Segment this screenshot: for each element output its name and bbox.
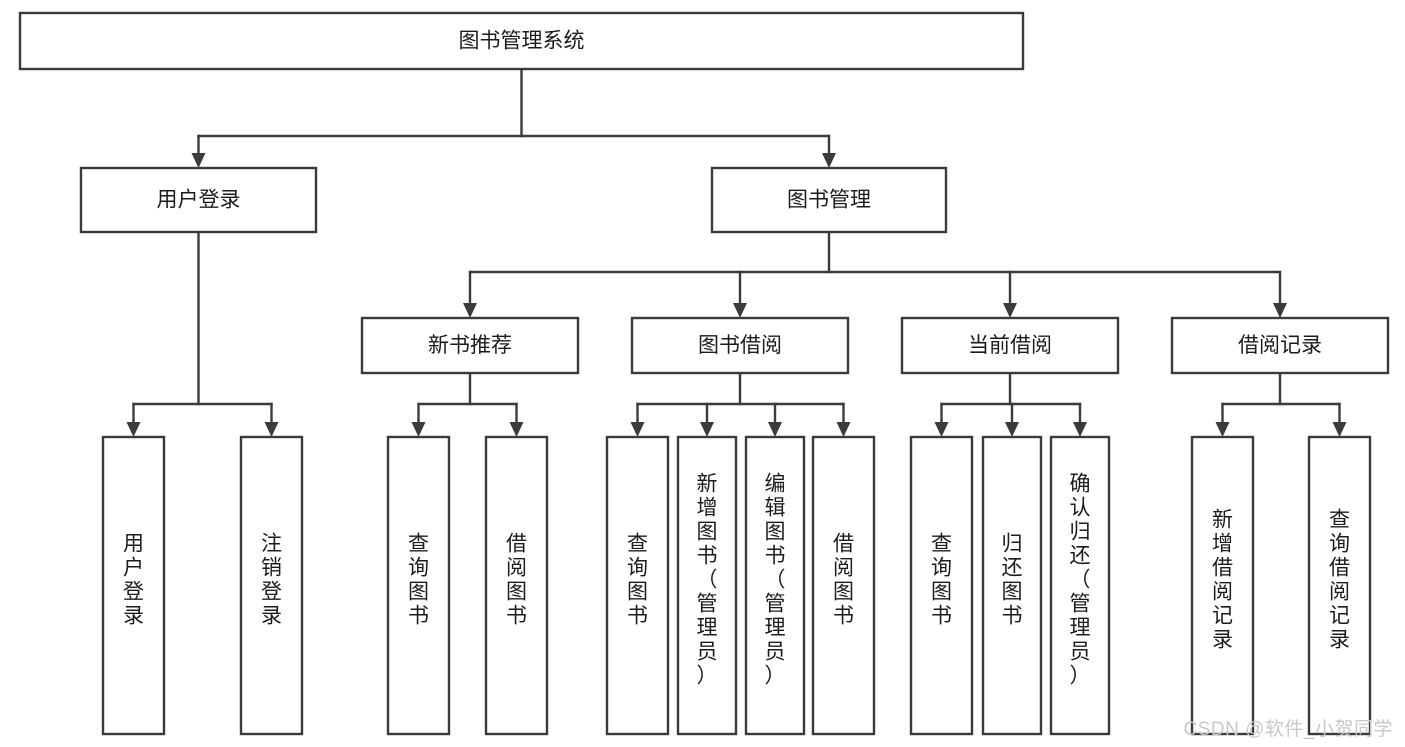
node-label-borrow-record: 借阅记录: [1238, 334, 1322, 357]
node-label-root: 图书管理系统: [459, 30, 585, 53]
arrow-head: [191, 153, 206, 168]
arrow-head: [509, 422, 524, 437]
node-leaf-borrow-book-rec[interactable]: 借阅图书: [484, 435, 549, 736]
node-box-current-borrow[interactable]: [900, 316, 1120, 375]
node-box-borrow-record[interactable]: [1170, 316, 1390, 375]
node-box-leaf-add-book[interactable]: [676, 435, 738, 736]
node-box-leaf-return-book[interactable]: [981, 435, 1043, 736]
node-root[interactable]: 图书管理系统: [18, 11, 1025, 71]
node-leaf-logout[interactable]: 注销登录: [239, 435, 304, 736]
node-borrow-record[interactable]: 借阅记录: [1170, 316, 1390, 375]
node-box-leaf-query-book-current[interactable]: [909, 435, 974, 736]
node-leaf-confirm-return[interactable]: 确认归还（管理员）: [1049, 435, 1111, 736]
node-box-new-book-recommend[interactable]: [360, 316, 580, 375]
node-box-leaf-edit-book[interactable]: [744, 435, 806, 736]
arrow-head: [733, 303, 747, 318]
arrow-head: [700, 422, 714, 437]
node-leaf-query-book-borrow[interactable]: 查询图书: [605, 435, 670, 736]
node-book-management[interactable]: 图书管理: [710, 166, 948, 234]
node-box-book-management[interactable]: [710, 166, 948, 234]
node-label-leaf-user-login: 用户登录: [123, 533, 144, 628]
node-leaf-edit-book[interactable]: 编辑图书（管理员）: [744, 435, 806, 736]
node-user-login[interactable]: 用户登录: [79, 166, 318, 234]
arrow-head: [822, 153, 836, 168]
arrow-head: [630, 422, 645, 437]
arrow-head: [463, 303, 477, 318]
node-leaf-add-record[interactable]: 新增借阅记录: [1190, 435, 1255, 736]
arrow-head: [1003, 303, 1017, 318]
node-label-leaf-add-record: 新增借阅记录: [1212, 509, 1233, 652]
node-box-leaf-logout[interactable]: [239, 435, 304, 736]
node-box-leaf-borrow-book[interactable]: [811, 435, 876, 736]
node-box-leaf-add-record[interactable]: [1190, 435, 1255, 736]
arrow-head: [1332, 422, 1347, 437]
node-leaf-query-record[interactable]: 查询借阅记录: [1307, 435, 1372, 736]
node-current-borrow[interactable]: 当前借阅: [900, 316, 1120, 375]
node-label-leaf-query-record: 查询借阅记录: [1329, 509, 1350, 652]
node-label-leaf-query-book-current: 查询图书: [931, 533, 952, 628]
node-label-user-login: 用户登录: [157, 189, 241, 212]
node-label-leaf-query-book-rec: 查询图书: [408, 533, 429, 628]
node-label-leaf-query-book-borrow: 查询图书: [627, 533, 648, 628]
node-label-leaf-borrow-book-rec: 借阅图书: [506, 533, 527, 628]
node-leaf-user-login[interactable]: 用户登录: [101, 435, 166, 736]
node-label-leaf-return-book: 归还图书: [1002, 533, 1023, 628]
node-box-root[interactable]: [18, 11, 1025, 71]
node-label-new-book-recommend: 新书推荐: [428, 334, 512, 357]
node-leaf-return-book[interactable]: 归还图书: [981, 435, 1043, 736]
node-box-leaf-query-book-borrow[interactable]: [605, 435, 670, 736]
node-leaf-query-book-current[interactable]: 查询图书: [909, 435, 974, 736]
arrow-head: [836, 422, 851, 437]
arrow-head: [934, 422, 949, 437]
arrow-head: [264, 422, 279, 437]
connectors-layer: [126, 67, 1347, 437]
node-box-leaf-confirm-return[interactable]: [1049, 435, 1111, 736]
node-box-leaf-borrow-book-rec[interactable]: [484, 435, 549, 736]
node-box-leaf-query-book-rec[interactable]: [386, 435, 451, 736]
node-label-leaf-logout: 注销登录: [261, 533, 282, 628]
csdn-watermark: CSDN @软件_小贺同学: [1183, 719, 1393, 740]
arrow-head: [1005, 422, 1019, 437]
node-label-leaf-edit-book: 编辑图书（管理员）: [765, 473, 786, 688]
node-label-leaf-borrow-book: 借阅图书: [833, 533, 854, 628]
arrow-head: [1073, 422, 1087, 437]
node-leaf-query-book-rec[interactable]: 查询图书: [386, 435, 451, 736]
node-label-book-management: 图书管理: [787, 189, 871, 212]
node-box-leaf-query-record[interactable]: [1307, 435, 1372, 736]
node-label-leaf-confirm-return: 确认归还（管理员）: [1070, 473, 1091, 688]
node-label-book-borrow: 图书借阅: [698, 334, 782, 357]
node-label-current-borrow: 当前借阅: [968, 334, 1052, 357]
node-box-leaf-user-login[interactable]: [101, 435, 166, 736]
node-book-borrow[interactable]: 图书借阅: [630, 316, 850, 375]
node-leaf-add-book[interactable]: 新增图书（管理员）: [676, 435, 738, 736]
node-leaf-borrow-book[interactable]: 借阅图书: [811, 435, 876, 736]
node-label-leaf-add-book: 新增图书（管理员）: [697, 473, 718, 688]
arrow-head: [1215, 422, 1230, 437]
node-new-book-recommend[interactable]: 新书推荐: [360, 316, 580, 375]
nodes-layer: 图书管理系统用户登录图书管理新书推荐图书借阅当前借阅借阅记录用户登录注销登录查询…: [18, 11, 1390, 736]
arrow-head: [126, 422, 141, 437]
arrow-head: [1273, 303, 1287, 318]
arrow-head: [768, 422, 782, 437]
arrow-head: [411, 422, 426, 437]
node-box-book-borrow[interactable]: [630, 316, 850, 375]
node-box-user-login[interactable]: [79, 166, 318, 234]
